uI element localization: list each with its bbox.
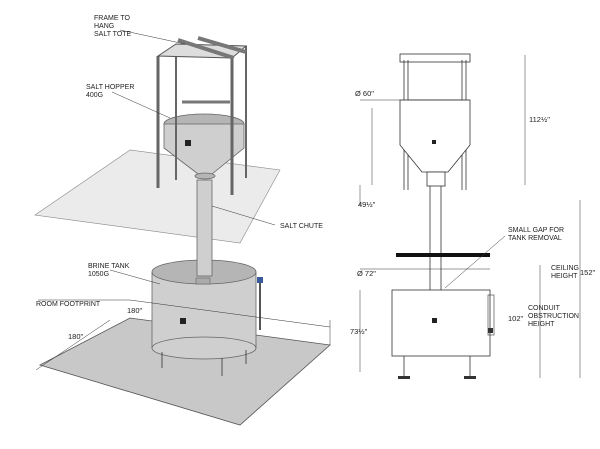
- frame-label-line2: HANG: [94, 23, 114, 30]
- tank-height-dim: 73½": [350, 327, 368, 336]
- hopper-label-line1: SALT HOPPER: [86, 84, 134, 91]
- upper-plane: [34, 149, 281, 244]
- hopper-diameter-dim: Ø 60": [355, 89, 374, 98]
- ceiling-label-line2: HEIGHT: [551, 273, 578, 280]
- conduit-label-line2: OBSTRUCTION: [528, 313, 579, 320]
- salt-chute: [196, 179, 213, 277]
- conduit-label-line1: CONDUIT: [528, 305, 561, 312]
- footprint-width-dim: 180": [127, 306, 143, 315]
- gap-label-line1: SMALL GAP FOR: [508, 227, 564, 234]
- conduit-bar: [396, 253, 490, 257]
- isometric-view: FRAME TO HANG SALT TOTE SALT HOPPER 400G…: [34, 15, 331, 426]
- tank-sight-glass: [180, 318, 186, 324]
- chute-label: SALT CHUTE: [280, 223, 323, 230]
- brine-label-line1: BRINE TANK: [88, 263, 130, 270]
- gap-label-line2: TANK REMOVAL: [508, 235, 562, 242]
- conduit-height-dim: 102": [508, 314, 524, 323]
- frame-label-line1: FRAME TO: [94, 15, 130, 22]
- footprint-label: ROOM FOOTPRINT: [36, 301, 101, 308]
- ceiling-label-line1: CEILING: [551, 265, 579, 272]
- valve-icon: [257, 277, 263, 283]
- hopper-elevation: [399, 99, 471, 173]
- elevation-view: Ø 60" 112½" 49½" Ø 72" 73½" 102" 152" SM…: [350, 53, 596, 379]
- tank-diameter-dim: Ø 72": [357, 269, 376, 278]
- hopper-label-line2: 400G: [86, 92, 103, 99]
- salt-hopper: [163, 113, 245, 180]
- frame-label-line3: SALT TOTE: [94, 31, 132, 38]
- ceiling-height-dim: 152": [580, 268, 596, 277]
- brine-label-line2: 1050G: [88, 271, 109, 278]
- brine-tank: [151, 259, 263, 376]
- frame-height-dim: 112½": [529, 115, 550, 124]
- tank-elevation: [391, 289, 491, 357]
- hopper-leg-dim: 49½": [358, 200, 376, 209]
- footprint-depth-dim: 180": [68, 332, 84, 341]
- tote-frame: [156, 36, 248, 195]
- conduit-label-line3: HEIGHT: [528, 321, 555, 328]
